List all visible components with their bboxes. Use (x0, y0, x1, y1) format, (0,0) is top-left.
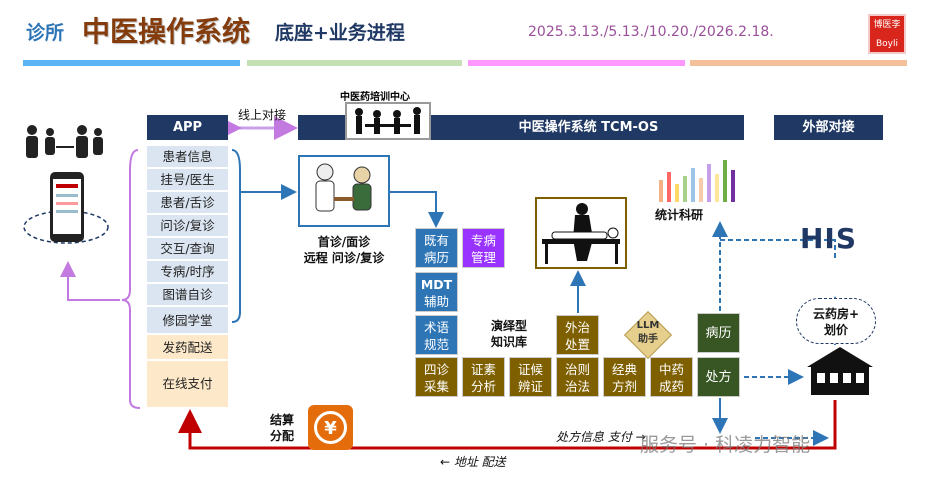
app-item-delivery[interactable]: 发药配送 (147, 335, 228, 360)
app-item-school[interactable]: 修园学堂 (147, 307, 228, 334)
tile-external-treatment[interactable]: 外治处置 (556, 315, 599, 355)
cloud-pharmacy[interactable] (796, 298, 876, 344)
address-delivery-flow-label: ← 地址 配送 (440, 455, 506, 469)
external-header: 外部对接 (774, 115, 883, 140)
his-logo: HIS (800, 222, 858, 255)
payment-label: 在线支付 (162, 376, 213, 391)
app-item-patient-info[interactable]: 患者信息 (147, 146, 228, 168)
tile-disease-management[interactable]: 专病管理 (462, 228, 505, 268)
doctor-caption: 首诊/面诊远程 问诊/复诊 (303, 235, 385, 265)
color-bar-peach (690, 60, 907, 66)
settlement-label: 结算分配 (270, 413, 295, 443)
yen-payment-icon: ¥ (308, 405, 353, 450)
patient-family-phone-illustration (20, 122, 112, 252)
color-bar-blue (23, 60, 240, 66)
training-center-label: 中医药培训中心 (340, 92, 410, 103)
tile-medical-record[interactable]: 病历 (697, 313, 740, 353)
tile-classic-formula[interactable]: 经典方剂 (603, 357, 646, 397)
app-item-tongue[interactable]: 患者/舌诊 (147, 192, 228, 214)
app-item-consult[interactable]: 问诊/复诊 (147, 215, 228, 237)
app-header: APP (147, 115, 228, 140)
svg-text:¥: ¥ (324, 418, 337, 439)
tile-patent-medicine[interactable]: 中药成药 (650, 357, 693, 397)
knowledge-base-label: 演绎型知识库 (490, 319, 527, 349)
watermark: 服务号 · 科凌力智能 (640, 434, 811, 456)
tile-syndrome-element[interactable]: 证素分析 (462, 357, 505, 397)
tile-terminology[interactable]: 术语规范 (415, 315, 458, 355)
app-item-payment[interactable]: 在线支付 (147, 361, 228, 407)
app-item-disease[interactable]: 专病/时序 (147, 261, 228, 283)
tile-treatment-principle[interactable]: 治则治法 (556, 357, 599, 397)
online-link-label: 线上对接 (238, 108, 287, 122)
color-bar-pink (468, 60, 685, 66)
doctor-consultation-icon (298, 155, 390, 227)
app-item-interact[interactable]: 交互/查询 (147, 238, 228, 260)
tile-four-diagnosis[interactable]: 四诊采集 (415, 357, 458, 397)
tile-syndrome-differentiation[interactable]: 证候辨证 (509, 357, 552, 397)
app-item-registration[interactable]: 挂号/医生 (147, 169, 228, 191)
pharmacy-building-icon (805, 345, 875, 397)
page-subtitle: 底座+业务进程 (275, 22, 405, 44)
training-meeting-icon (345, 102, 431, 140)
clinic-label: 诊所 (26, 22, 65, 44)
existing-records-label: 既有病历 (423, 233, 449, 265)
tile-prescription[interactable]: 处方 (697, 357, 740, 397)
dates: 2025.3.13./5.13./10.20./2026.2.18. (528, 24, 774, 40)
massage-treatment-icon (535, 197, 627, 269)
statistics-research-label: 统计科研 (655, 208, 704, 222)
statistics-chart-icon (655, 158, 745, 204)
app-item-self-diagnosis[interactable]: 图谱自诊 (147, 284, 228, 306)
cloud-pharmacy-label: 云药房+划价 (812, 307, 860, 337)
disease-management-label: 专病管理 (470, 233, 496, 265)
prescription-payment-flow-label: 处方信息 支付 → (556, 430, 646, 444)
tile-existing-records[interactable]: 既有病历 (415, 228, 458, 268)
color-bar-green (247, 60, 462, 66)
page-title: 中医操作系统 (82, 15, 251, 48)
